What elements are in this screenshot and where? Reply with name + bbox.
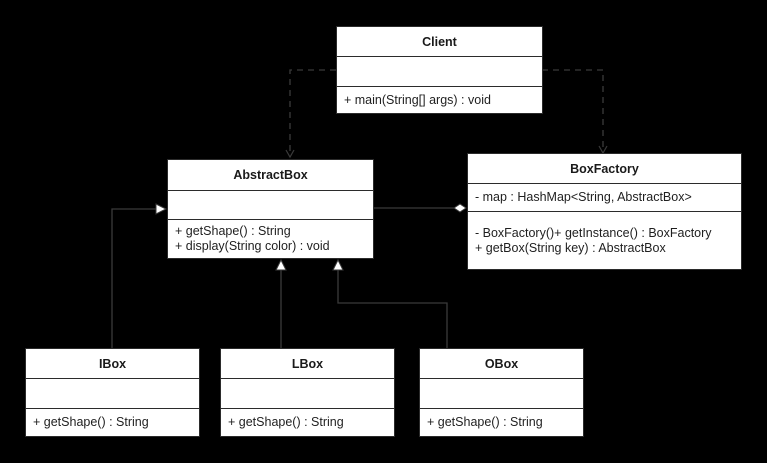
class-box-boxfactory[interactable]: BoxFactory - map : HashMap<String, Abstr… (467, 153, 742, 270)
operation-line: + getShape() : String (228, 415, 344, 429)
class-title-abstractbox: AbstractBox (168, 160, 373, 191)
class-box-abstractbox[interactable]: AbstractBox + getShape() : String + disp… (167, 159, 374, 259)
class-operations-lbox: + getShape() : String (221, 409, 394, 436)
class-attributes-abstractbox (168, 191, 373, 220)
operation-line: + main(String[] args) : void (344, 92, 491, 107)
class-operations-ibox: + getShape() : String (26, 409, 199, 436)
class-attributes-boxfactory: - map : HashMap<String, AbstractBox> (468, 184, 741, 212)
operation-line: + getShape() : String (33, 415, 149, 429)
edge-client-to-boxfactory (542, 69, 608, 155)
class-title-lbox: LBox (221, 349, 394, 379)
class-operations-client: + main(String[] args) : void (337, 87, 542, 113)
operation-line: + getBox(String key) : AbstractBox (475, 240, 666, 255)
class-attributes-obox (420, 379, 583, 409)
class-title-ibox: IBox (26, 349, 199, 379)
operation-line: + display(String color) : void (175, 239, 330, 253)
class-operations-abstractbox: + getShape() : String + display(String c… (168, 220, 373, 258)
class-operations-boxfactory: - BoxFactory()+ getInstance() : BoxFacto… (468, 212, 741, 269)
edge-ibox-extends-abstractbox (111, 203, 168, 348)
operation-line: + getShape() : String (427, 415, 543, 429)
edge-obox-extends-abstractbox (332, 258, 448, 348)
operation-line: + getShape() : String (175, 224, 291, 238)
class-title-boxfactory: BoxFactory (468, 154, 741, 184)
class-attributes-client (337, 57, 542, 87)
edge-client-to-abstractbox (285, 69, 336, 159)
class-title-client: Client (337, 27, 542, 57)
operation-line: - BoxFactory()+ getInstance() : BoxFacto… (475, 225, 712, 240)
class-box-ibox[interactable]: IBox + getShape() : String (25, 348, 200, 437)
class-box-client[interactable]: Client + main(String[] args) : void (336, 26, 543, 114)
class-title-obox: OBox (420, 349, 583, 379)
class-attributes-lbox (221, 379, 394, 409)
class-operations-obox: + getShape() : String (420, 409, 583, 436)
attribute-line: - map : HashMap<String, AbstractBox> (475, 190, 692, 204)
class-box-obox[interactable]: OBox + getShape() : String (419, 348, 584, 437)
class-attributes-ibox (26, 379, 199, 409)
class-box-lbox[interactable]: LBox + getShape() : String (220, 348, 395, 437)
